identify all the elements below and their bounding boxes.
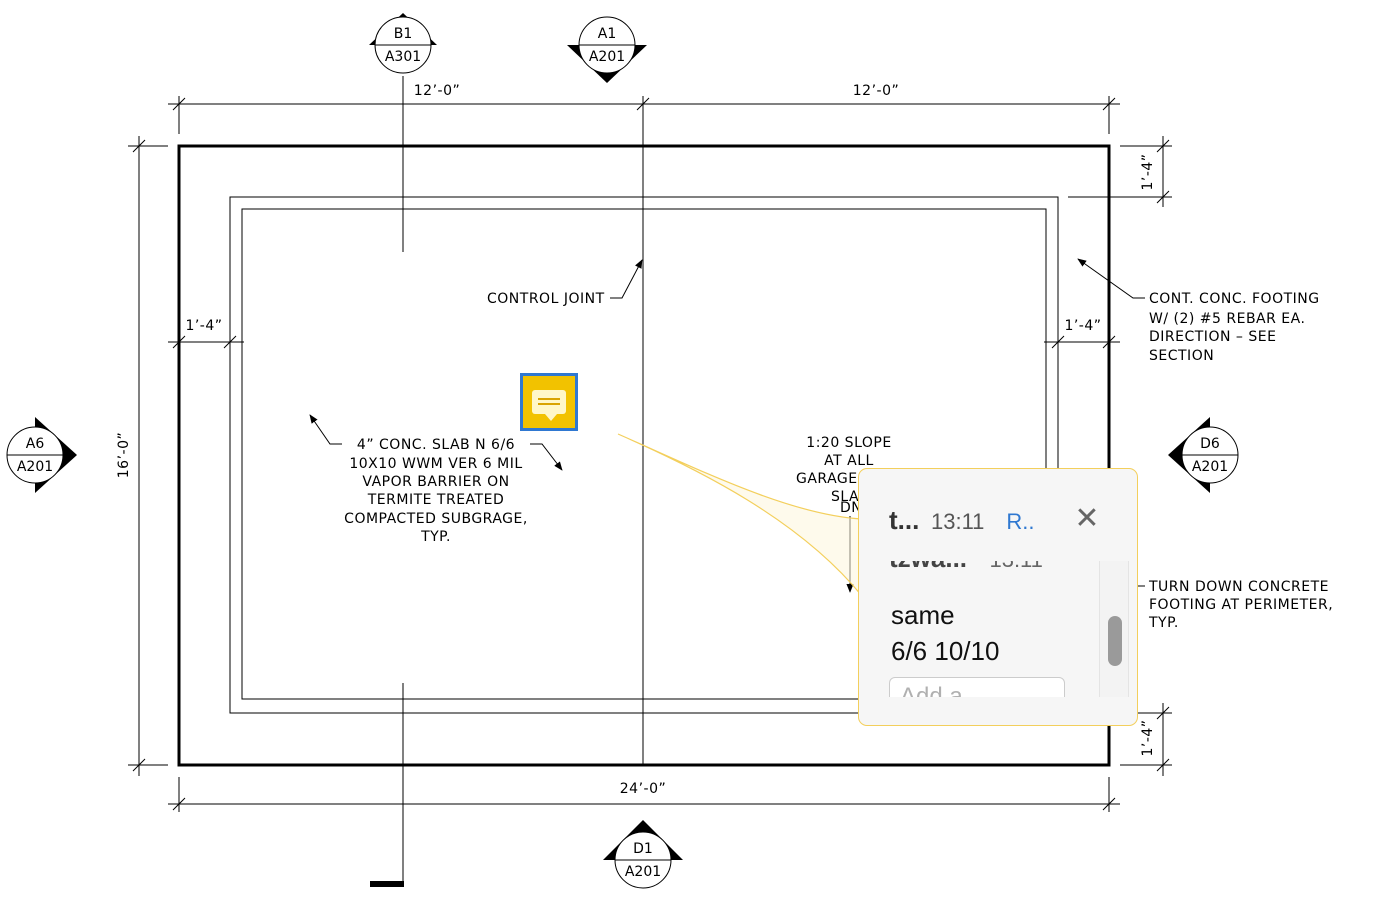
scrollbar-thumb[interactable] <box>1108 616 1122 666</box>
section-tag-d1[interactable]: D1 A201 <box>603 820 683 889</box>
tag-d1-bottom: A201 <box>625 864 661 880</box>
note-turn-down-line-1: TURN DOWN CONCRETE <box>1148 579 1329 595</box>
tag-b1-top: B1 <box>394 26 413 42</box>
section-tag-a1[interactable]: A1 A201 <box>567 16 647 83</box>
note-slab-line-6: TYP. <box>420 529 451 545</box>
note-footing: CONT. CONC. FOOTING W/ (2) #5 REBAR EA. … <box>1149 291 1320 364</box>
section-tag-b1[interactable]: B1 A301 <box>369 13 437 74</box>
comment-header: t... 13:11 R.. <box>889 505 1101 541</box>
note-slope-line-1: 1:20 SLOPE <box>806 435 891 451</box>
note-turn-down: TURN DOWN CONCRETE FOOTING AT PERIMETER,… <box>1148 579 1333 631</box>
dim-top-left: 12’-0” <box>414 83 460 99</box>
dim-top-right: 12’-0” <box>853 83 899 99</box>
tag-d1-top: D1 <box>633 841 653 857</box>
note-footing-line-1: CONT. CONC. FOOTING <box>1149 291 1320 307</box>
tag-b1-bottom: A301 <box>385 49 421 65</box>
note-slab-line-5: COMPACTED SUBGRAGE, <box>344 511 528 527</box>
note-slope-line-2: AT ALL <box>824 453 874 469</box>
note-slope-line-5: DN <box>840 500 862 516</box>
dim-bottom: 24’-0” <box>620 781 666 797</box>
comment-marker[interactable] <box>520 373 578 431</box>
dimension-lines <box>128 96 1172 812</box>
note-slab-line-3: VAPOR BARRIER ON <box>362 474 509 490</box>
comment-body-line-2: 6/6 10/10 <box>891 636 1000 666</box>
grid-lines <box>370 76 644 887</box>
comment-thread[interactable]: tzwa... 13:11 same 6/6 10/10 <box>859 561 1099 697</box>
previous-comment-time: 13:11 <box>989 561 1042 572</box>
note-slab-line-1: 4” CONC. SLAB N 6/6 <box>357 437 515 453</box>
comment-popup: t... 13:11 R.. ✕ tzwa... 13:11 same 6/6 … <box>858 468 1138 726</box>
previous-comment-header: tzwa... 13:11 <box>889 561 1043 574</box>
note-footing-line-4: SECTION <box>1149 348 1214 364</box>
note-slab-line-2: 10X10 WWM VER 6 MIL <box>349 456 522 472</box>
note-turn-down-line-3: TYP. <box>1148 615 1179 631</box>
note-leaders <box>309 258 1145 587</box>
close-icon[interactable]: ✕ <box>1074 501 1100 536</box>
note-footing-line-3: DIRECTION – SEE <box>1149 329 1276 345</box>
note-slope-line-4: SLA <box>831 489 859 505</box>
dim-inset-right: 1’-4” <box>1064 318 1101 334</box>
note-slope: 1:20 SLOPE AT ALL GARAGE SLA DN <box>796 435 891 516</box>
dim-left: 16’-0” <box>116 432 132 478</box>
tag-d6-bottom: A201 <box>1192 459 1228 475</box>
note-footing-line-2: W/ (2) #5 REBAR EA. <box>1149 311 1305 327</box>
comment-body: same 6/6 10/10 <box>891 597 999 669</box>
tag-d6-top: D6 <box>1200 436 1220 452</box>
reply-input[interactable] <box>889 677 1065 697</box>
reply-link[interactable]: R.. <box>1006 509 1035 534</box>
tag-a1-bottom: A201 <box>589 49 625 65</box>
tag-a1-top: A1 <box>598 26 616 42</box>
comment-bubble-tail <box>545 414 557 421</box>
note-slope-line-3: GARAGE <box>796 471 858 487</box>
note-slab: 4” CONC. SLAB N 6/6 10X10 WWM VER 6 MIL … <box>344 437 528 545</box>
comment-bubble-icon <box>532 390 566 414</box>
section-tag-d6[interactable]: D6 A201 <box>1168 417 1239 493</box>
tag-a6-top: A6 <box>26 436 45 452</box>
dim-right-bottom: 1’-4” <box>1140 719 1156 756</box>
note-control-joint: CONTROL JOINT <box>487 291 605 307</box>
tag-a6-bottom: A201 <box>17 459 53 475</box>
slab-outline <box>177 144 1111 767</box>
note-turn-down-line-2: FOOTING AT PERIMETER, <box>1149 597 1333 613</box>
thread-scrollbar[interactable] <box>1099 561 1129 697</box>
comment-time: 13:11 <box>931 509 985 534</box>
dim-right-top: 1’-4” <box>1140 153 1156 190</box>
section-tag-a6[interactable]: A6 A201 <box>6 417 77 493</box>
comment-body-line-1: same <box>891 600 955 630</box>
dim-inset-left: 1’-4” <box>185 318 222 334</box>
comment-author: t... <box>889 505 920 535</box>
previous-comment-author: tzwa... <box>889 561 967 573</box>
note-slab-line-4: TERMITE TREATED <box>367 492 504 508</box>
